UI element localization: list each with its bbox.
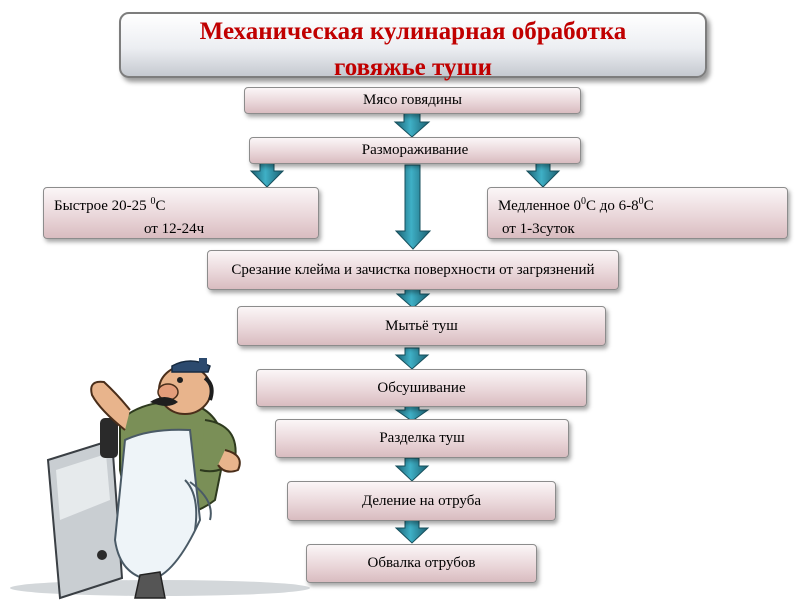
step-meat: Мясо говядины: [244, 87, 581, 114]
fast-thaw-line-1: Быстрое 20-25 0С: [54, 196, 166, 214]
slow-thaw-line-2: от 1-3суток: [502, 221, 575, 237]
arrow-cleaning-washing: [395, 287, 431, 309]
step-cuts-label: Деление на отруба: [361, 492, 482, 509]
step-butchering: Разделка туш: [275, 419, 569, 458]
step-butchering-label: Разделка туш: [379, 430, 465, 446]
arrow-thawing-slow: [525, 161, 561, 188]
fast-thaw-line-2: от 12-24ч: [144, 221, 205, 237]
slow-thaw-line-1: Медленное 00С до 6-80С: [498, 196, 654, 214]
arrow-cuts-deboning: [394, 519, 430, 544]
step-thawing-label: Размораживание: [361, 142, 469, 158]
title-line-2: говяжье туши: [334, 54, 492, 81]
title-line-1: Механическая кулинарная обработка: [199, 18, 627, 45]
step-washing: Мытьё туш: [237, 306, 606, 346]
step-washing-label: Мытьё туш: [385, 317, 458, 334]
arrow-washing-drying: [394, 347, 430, 370]
step-deboning: Обвалка отрубов: [306, 544, 537, 583]
arrow-meat-thawing: [393, 111, 431, 138]
arrow-thawing-cleaning: [394, 164, 432, 250]
step-drying-label: Обсушивание: [377, 379, 466, 396]
step-thawing: Размораживание: [249, 137, 581, 164]
slow-thaw-box: Медленное 00С до 6-80С от 1-3суток: [487, 187, 788, 239]
step-cleaning-label: Срезание клейма и зачистка поверхности о…: [231, 262, 595, 278]
step-drying: Обсушивание: [256, 369, 587, 407]
step-meat-label: Мясо говядины: [363, 92, 462, 108]
step-cleaning: Срезание клейма и зачистка поверхности о…: [207, 250, 619, 290]
step-cuts: Деление на отруба: [287, 481, 556, 521]
step-deboning-label: Обвалка отрубов: [367, 555, 476, 571]
arrow-butchering-cuts: [394, 457, 430, 482]
arrow-thawing-fast: [249, 161, 285, 188]
fast-thaw-box: Быстрое 20-25 0С от 12-24ч: [43, 187, 319, 239]
diagram-title: Механическая кулинарная обработка говяжь…: [119, 12, 707, 81]
